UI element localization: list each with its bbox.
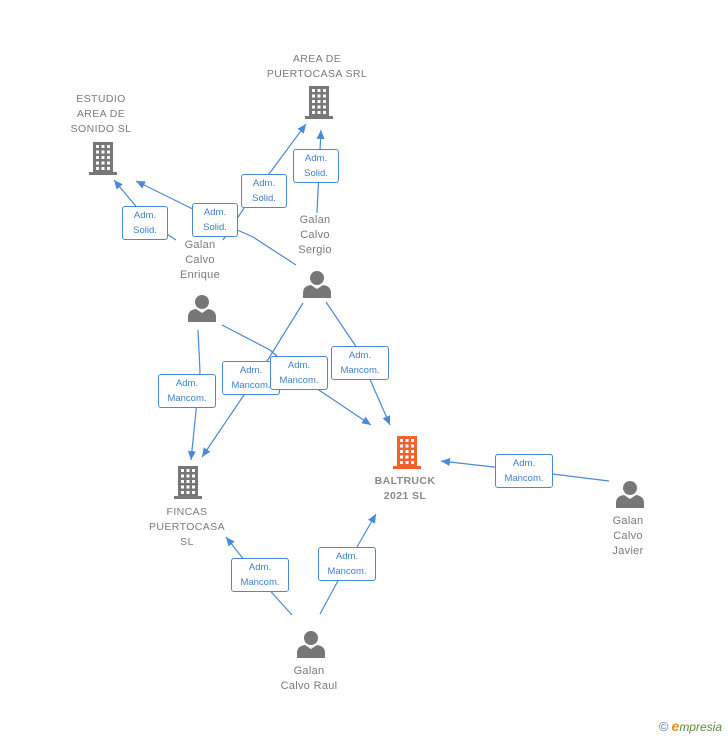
building-icon-fincas[interactable] [174,466,202,499]
relation-label-enrique-estudio[interactable]: Adm. Solid. [122,206,168,240]
brand-logo: ©empresia [659,718,722,734]
company-label-fincas[interactable]: FINCAS PUERTOCASA SL [149,506,225,548]
relation-label-javier-baltruck[interactable]: Adm. Mancom. [495,454,553,488]
person-label-sergio[interactable]: Galan Calvo Sergio [298,214,332,256]
edge-enrique-fincas [187,329,201,461]
person-label-enrique[interactable]: Galan Calvo Enrique [179,239,220,281]
relation-label-sergio-baltruck[interactable]: Adm. Mancom. [331,346,389,380]
person-label-raul[interactable]: Galan Calvo Raul [280,665,338,692]
relation-label-enrique-area[interactable]: Adm. Solid. [241,174,287,208]
relation-label-sergio-area[interactable]: Adm. Solid. [293,149,339,183]
brand-name: mpresia [679,720,722,734]
person-icon-sergio[interactable] [303,271,331,298]
edge-sergio-fincas [201,302,304,458]
relation-label-sergio-estudio[interactable]: Adm. Solid. [192,203,238,237]
relation-label-enrique-fincas[interactable]: Adm. Mancom. [158,374,216,408]
relation-label-enrique-baltruck[interactable]: Adm. Mancom. [270,356,328,390]
person-label-javier[interactable]: Galan Calvo Javier [612,515,644,557]
company-label-area[interactable]: AREA DE PUERTOCASA SRL [266,53,368,80]
relation-label-raul-fincas[interactable]: Adm. Mancom. [231,558,289,592]
company-label-estudio[interactable]: ESTUDIO AREA DE SONIDO SL [70,93,132,135]
relation-label-raul-baltruck[interactable]: Adm. Mancom. [318,547,376,581]
brand-initial: e [671,718,680,734]
building-icon-baltruck[interactable] [393,436,421,469]
building-icon-estudio[interactable] [89,142,117,175]
person-icon-javier[interactable] [616,481,644,508]
person-icon-raul[interactable] [297,631,325,658]
icons-layer [89,86,644,658]
copyright-symbol: © [658,719,669,734]
building-icon-area[interactable] [305,86,333,119]
person-icon-enrique[interactable] [188,295,216,322]
company-label-baltruck[interactable]: BALTRUCK 2021 SL [374,475,436,502]
